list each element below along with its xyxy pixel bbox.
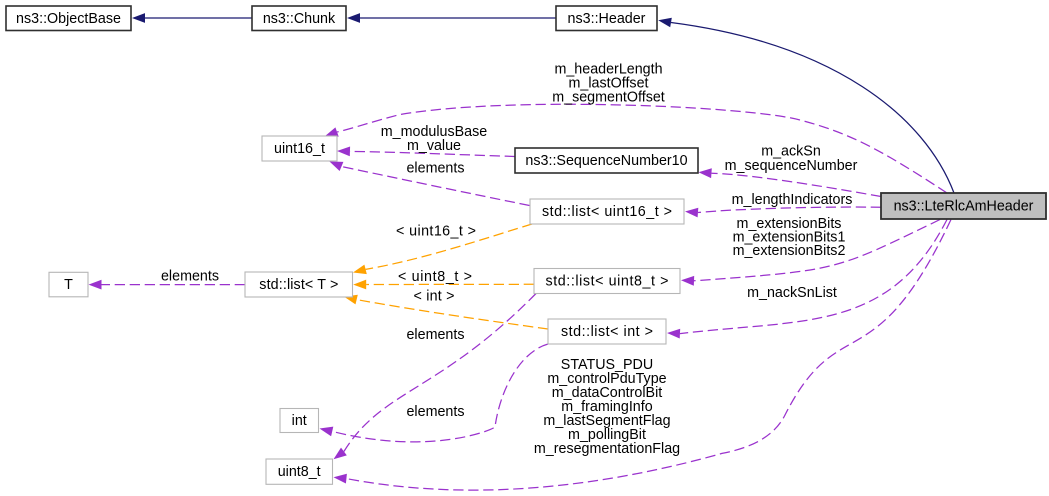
svg-text:< uint8_t >: < uint8_t > — [398, 269, 472, 285]
svg-text:std::list< T >: std::list< T > — [259, 277, 338, 293]
svg-text:m_ackSn: m_ackSn — [761, 144, 821, 160]
svg-text:elements: elements — [406, 327, 464, 343]
svg-text:m_resegmentationFlag: m_resegmentationFlag — [534, 441, 680, 457]
svg-text:m_extensionBits: m_extensionBits — [737, 216, 842, 232]
svg-text:m_extensionBits2: m_extensionBits2 — [733, 243, 846, 259]
svg-text:< int >: < int > — [414, 289, 455, 305]
svg-text:m_segmentOffset: m_segmentOffset — [552, 90, 665, 106]
svg-text:elements: elements — [161, 269, 219, 285]
svg-text:m_headerLength: m_headerLength — [554, 62, 662, 78]
svg-text:uint16_t: uint16_t — [274, 141, 325, 157]
svg-text:m_modulusBase: m_modulusBase — [381, 124, 488, 140]
svg-text:elements: elements — [406, 404, 464, 420]
svg-text:ns3::LteRlcAmHeader: ns3::LteRlcAmHeader — [894, 199, 1034, 215]
svg-text:m_sequenceNumber: m_sequenceNumber — [725, 158, 858, 174]
svg-text:< uint16_t >: < uint16_t > — [396, 224, 476, 240]
svg-text:m_nackSnList: m_nackSnList — [747, 285, 837, 301]
svg-text:m_lastSegmentFlag: m_lastSegmentFlag — [543, 413, 670, 429]
svg-text:std::list< int >: std::list< int > — [561, 324, 653, 340]
svg-text:ns3::Chunk: ns3::Chunk — [263, 11, 336, 27]
svg-text:int: int — [292, 413, 307, 429]
svg-text:m_lastOffset: m_lastOffset — [569, 76, 649, 92]
svg-text:m_framingInfo: m_framingInfo — [561, 399, 652, 415]
svg-text:STATUS_PDU: STATUS_PDU — [561, 357, 653, 373]
svg-text:uint8_t: uint8_t — [278, 464, 321, 480]
svg-text:m_value: m_value — [407, 138, 461, 154]
svg-text:std::list< uint16_t >: std::list< uint16_t > — [542, 204, 672, 220]
svg-text:m_lengthIndicators: m_lengthIndicators — [732, 192, 853, 208]
svg-text:m_pollingBit: m_pollingBit — [568, 427, 646, 443]
svg-text:T: T — [64, 277, 73, 293]
svg-text:ns3::ObjectBase: ns3::ObjectBase — [16, 11, 121, 27]
svg-text:m_controlPduType: m_controlPduType — [547, 371, 666, 387]
svg-text:std::list< uint8_t >: std::list< uint8_t > — [546, 274, 669, 290]
svg-text:elements: elements — [406, 161, 464, 177]
svg-text:ns3::SequenceNumber10: ns3::SequenceNumber10 — [525, 153, 687, 169]
svg-text:m_dataControlBit: m_dataControlBit — [552, 385, 662, 401]
svg-text:m_extensionBits1: m_extensionBits1 — [733, 230, 846, 246]
svg-text:ns3::Header: ns3::Header — [568, 11, 646, 27]
